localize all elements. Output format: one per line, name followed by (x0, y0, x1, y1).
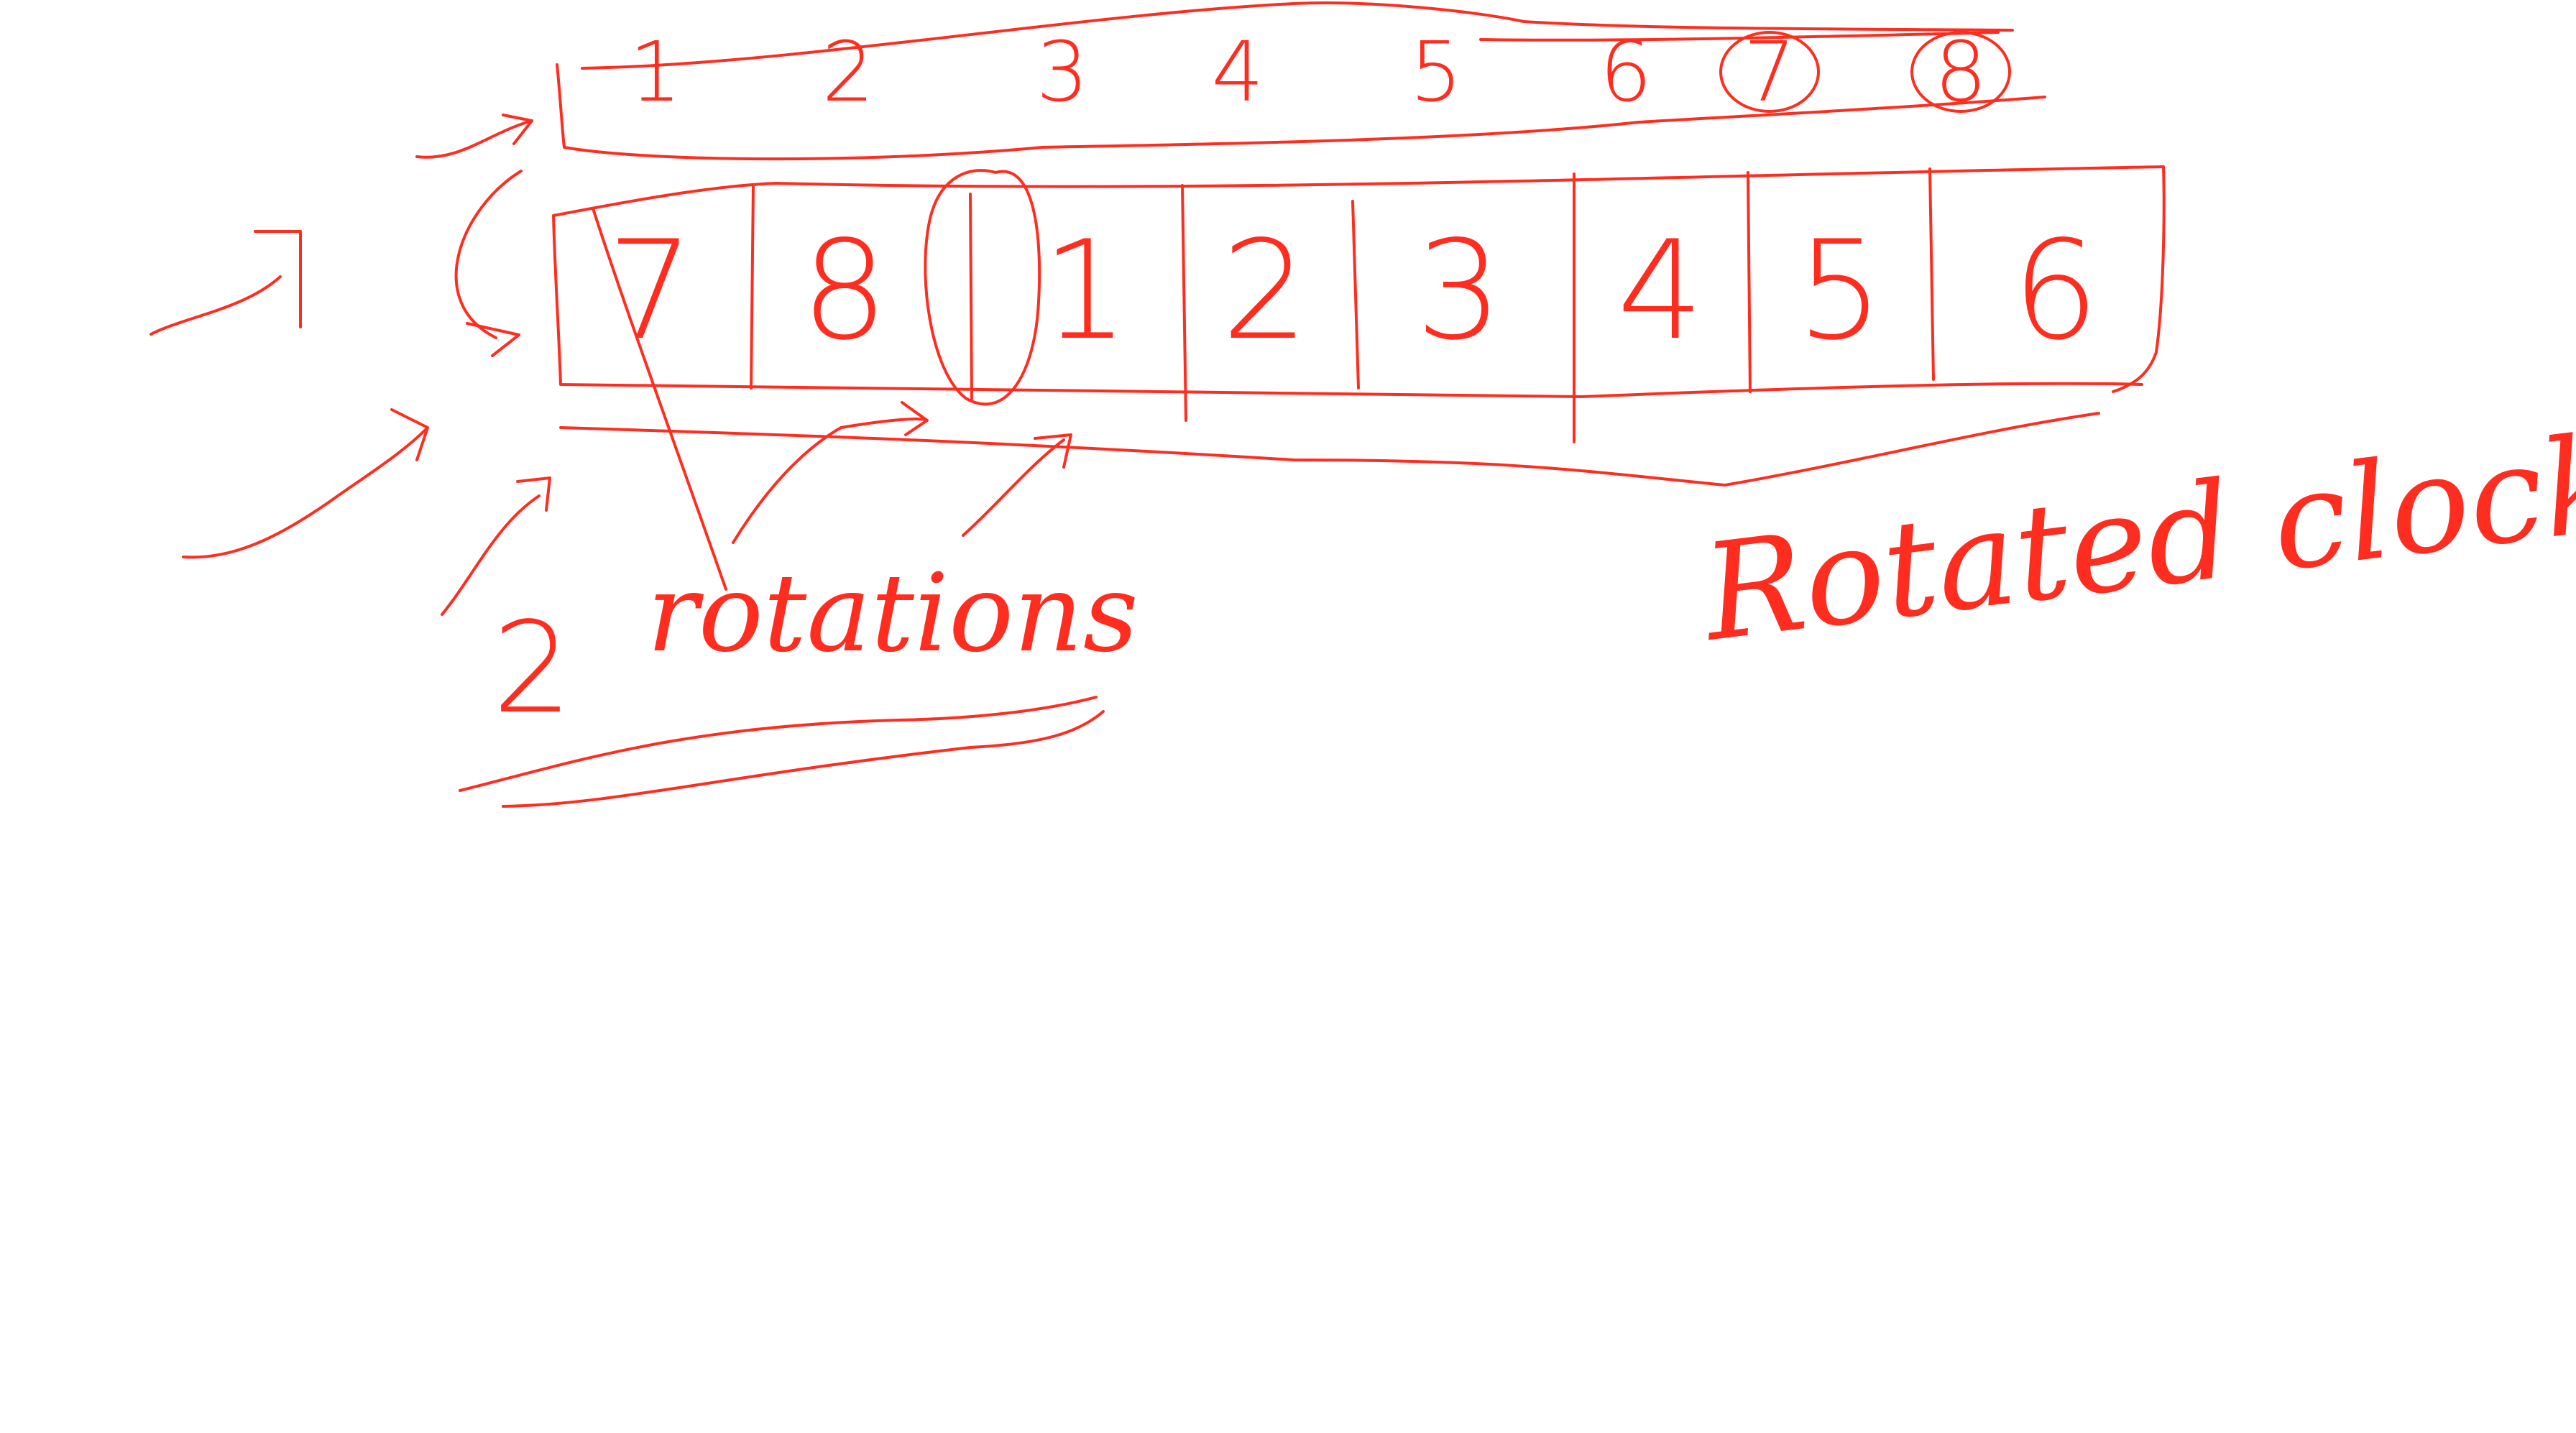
rotated-array-cell-7: 5 (1797, 211, 1884, 370)
arrow-to-original (415, 114, 533, 159)
arrow-under-one (962, 433, 1072, 537)
rotations-underline-2 (502, 710, 1105, 808)
rotation-boundary-ellipse (924, 169, 1041, 406)
rotations-underline-1 (459, 696, 1098, 792)
rotated-array-dividers (750, 167, 1935, 443)
rotated-array-cell-1: 7 (607, 211, 694, 370)
rotations-underlines (459, 696, 1105, 808)
rotated-array-cell-5: 3 (1416, 211, 1503, 370)
original-array-cell-3: 3 (1036, 24, 1088, 121)
original-array-outline (556, 1, 2046, 161)
arrow-under-eight (732, 401, 929, 544)
rotated-array (552, 165, 2166, 591)
original-array-underline (1479, 31, 2000, 42)
original-array-cell-6: 6 (1599, 24, 1652, 121)
arrow-lower-left (182, 408, 429, 559)
circled-elements (1719, 31, 2011, 113)
original-array (556, 1, 2046, 161)
rotated-array-cell-3: 1 (1042, 211, 1129, 370)
caption-label: Rotated clockwise (1693, 367, 2576, 671)
arrow-curved-to-rotated (454, 170, 523, 357)
rotated-array-cell-4: 2 (1222, 211, 1309, 370)
rotated-array-cell-8: 6 (2012, 211, 2099, 370)
rotation-count-label: 2 (492, 596, 572, 742)
rotations-label: rotations (647, 551, 1138, 676)
rotated-array-outline (552, 165, 2166, 398)
circle-around-8 (1910, 31, 2011, 113)
circle-around-7 (1719, 31, 1820, 113)
original-array-cell-7: 7 (1743, 24, 1795, 121)
original-array-cell-2: 2 (822, 24, 874, 121)
rotated-array-cell-6: 4 (1617, 211, 1704, 370)
arrow-left-short (441, 476, 551, 616)
original-array-cell-8: 8 (1934, 24, 1987, 121)
rotated-array-strike (592, 207, 727, 591)
original-array-cell-4: 4 (1211, 24, 1264, 121)
arrow-left-stroke (150, 230, 302, 336)
original-array-cell-5: 5 (1409, 24, 1462, 121)
rotated-array-cell-2: 8 (801, 211, 888, 370)
rotated-array-underline (559, 412, 2100, 487)
annotation-arrows (150, 114, 1072, 616)
original-array-cell-1: 1 (629, 24, 681, 121)
